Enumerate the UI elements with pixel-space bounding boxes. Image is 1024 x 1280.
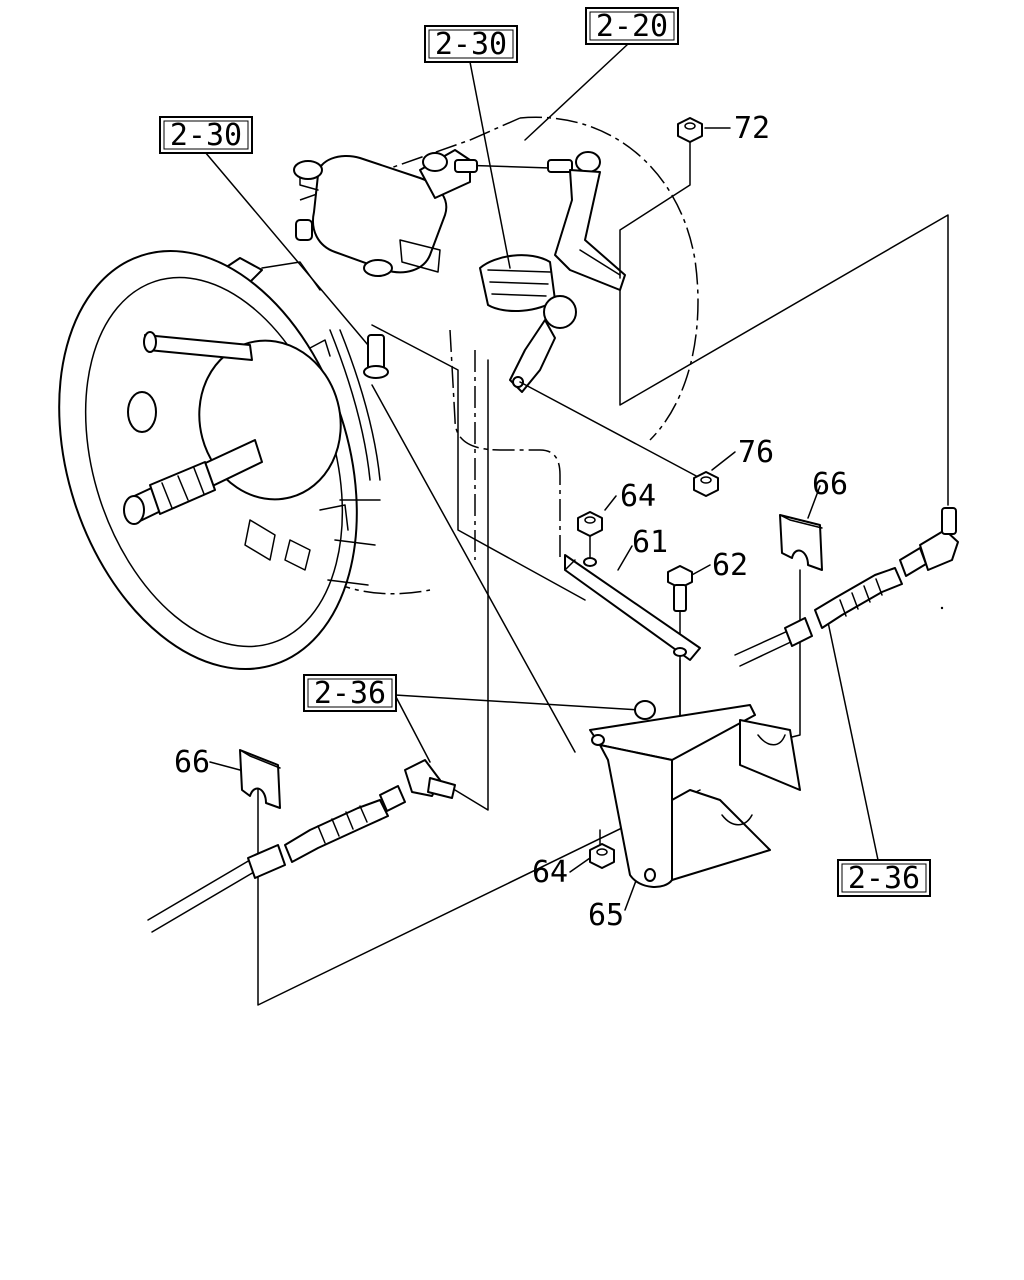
bolt-62 [667,565,693,612]
transmission-housing [224,116,699,595]
stray-dot [940,606,944,610]
ref-label: 2-20 [596,9,668,44]
part-number-66: 66 [174,745,210,780]
ref-box-2-36-left: 2-36 [303,674,397,712]
part-number-62: 62 [712,548,748,583]
part-number-61: 61 [632,525,668,560]
washer-small [634,700,656,720]
ref-box-2-36-right: 2-36 [837,859,931,897]
ref-box-2-20: 2-20 [585,7,679,45]
nut-64-bottom [589,843,615,869]
ref-label: 2-30 [435,27,507,62]
ref-box-2-30-top: 2-30 [424,25,518,63]
stay-61 [564,554,701,661]
cable-left [147,759,456,933]
clutch-flywheel [58,249,381,671]
nut-64-top [577,511,603,537]
part-number-76: 76 [738,435,774,470]
ref-label: 2-36 [314,676,386,711]
nut-76 [693,471,719,497]
part-number-64: 64 [620,479,656,514]
cable-right [734,507,959,667]
ref-box-2-30-left: 2-30 [159,116,253,154]
leader-lines [204,43,879,911]
clip-66-right [779,514,823,571]
nut-72 [677,117,703,143]
bracket-65 [589,704,801,888]
clip-66-left [239,749,281,809]
part-number-72: 72 [734,111,770,146]
ref-label: 2-30 [170,118,242,153]
part-number-66: 66 [812,467,848,502]
ref-label: 2-36 [848,861,920,896]
part-number-64: 64 [532,855,568,890]
part-number-65: 65 [588,898,624,933]
